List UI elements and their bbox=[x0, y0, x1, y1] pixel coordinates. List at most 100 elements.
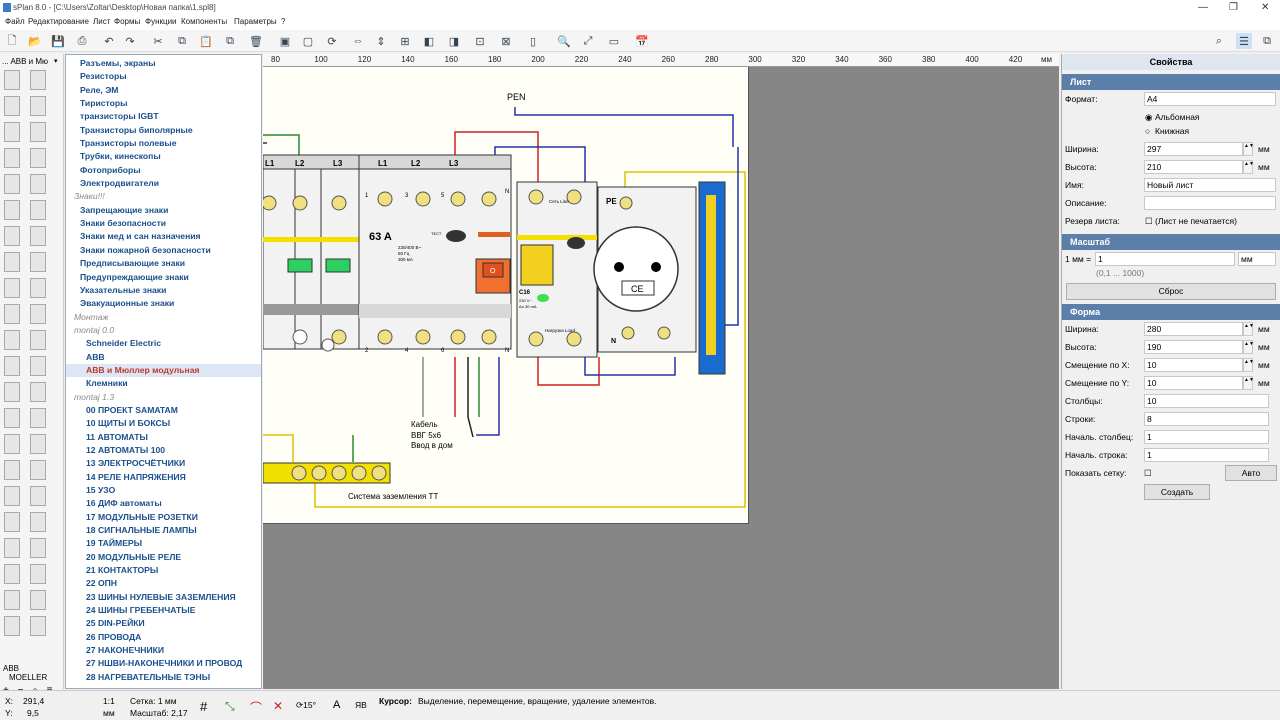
tree-item[interactable]: 24 ШИНЫ ГРЕБЕНЧАТЫЕ bbox=[86, 605, 196, 616]
tree-item[interactable]: Транзисторы полевые bbox=[80, 138, 177, 149]
tree-item[interactable]: Электродвигатели bbox=[80, 178, 160, 189]
section-sheet[interactable]: Лист bbox=[1062, 74, 1280, 90]
tree-item[interactable]: Запрещающие знаки bbox=[80, 204, 169, 215]
width-stepper[interactable]: ▲▼ bbox=[1243, 142, 1254, 156]
palette-component[interactable] bbox=[4, 408, 20, 428]
tree-item[interactable]: 26 ПРОВОДА bbox=[86, 631, 142, 642]
maximize-icon[interactable]: ❐ bbox=[1229, 2, 1238, 13]
open-folder-icon[interactable]: 📂 bbox=[28, 35, 42, 48]
minimize-icon[interactable]: — bbox=[1198, 2, 1208, 13]
palette-component[interactable] bbox=[30, 382, 46, 402]
auto-button[interactable]: Авто bbox=[1225, 465, 1277, 481]
columns-field[interactable]: 10 bbox=[1144, 394, 1269, 408]
offset-y-field[interactable]: 10 bbox=[1144, 376, 1243, 390]
menu-components[interactable]: Компоненты bbox=[181, 17, 228, 26]
angle-icon[interactable]: ⟳15° bbox=[296, 700, 316, 710]
tree-item[interactable]: Резисторы bbox=[80, 71, 127, 82]
text-icon[interactable]: A bbox=[333, 699, 341, 711]
menu-functions[interactable]: Функции bbox=[145, 17, 177, 26]
paste-icon[interactable]: 📋 bbox=[199, 35, 213, 48]
font-icon[interactable]: ЯВ bbox=[355, 700, 367, 710]
tree-item[interactable]: 27 НШВИ-НАКОНЕЧНИКИ И ПРОВОД bbox=[86, 658, 243, 669]
tree-item[interactable]: Транзисторы биполярные bbox=[80, 124, 193, 135]
palette-component[interactable] bbox=[30, 408, 46, 428]
tree-item[interactable]: 25 DIN-РЕЙКИ bbox=[86, 618, 145, 629]
tree-item[interactable]: 13 ЭЛЕКТРОСЧЁТЧИКИ bbox=[86, 458, 186, 469]
tree-item[interactable]: Знаки мед и сан назначения bbox=[80, 231, 201, 242]
menu-edit[interactable]: Редактирование bbox=[28, 17, 89, 26]
tree-item[interactable]: Schneider Electric bbox=[86, 338, 161, 349]
tree-item[interactable]: 17 МОДУЛЬНЫЕ РОЗЕТКИ bbox=[86, 511, 198, 522]
create-button[interactable]: Создать bbox=[1144, 484, 1210, 500]
palette-component[interactable] bbox=[30, 616, 46, 636]
chevron-down-icon[interactable]: ▾ bbox=[54, 58, 58, 65]
tree-item[interactable]: 27 НАКОНЕЧНИКИ bbox=[86, 645, 165, 656]
duplicate-icon[interactable]: ⧉ bbox=[226, 34, 234, 47]
tree-item[interactable]: Клемники bbox=[86, 378, 128, 389]
tree-item[interactable]: 18 СИГНАЛЬНЫЕ ЛАМПЫ bbox=[86, 525, 197, 536]
tree-item[interactable]: ABB и Мюллер модульная bbox=[66, 363, 261, 378]
zoom-icon[interactable]: 🔍 bbox=[557, 35, 571, 48]
palette-component[interactable] bbox=[4, 96, 20, 116]
reserve-checkbox[interactable]: ☐ bbox=[1145, 216, 1153, 226]
tree-item[interactable]: Трубки, кинескопы bbox=[80, 151, 161, 162]
screen-icon[interactable]: ▭ bbox=[608, 35, 620, 48]
drawing-sheet[interactable]: PEN L1 L2 L3 L1 L2 bbox=[261, 67, 749, 524]
sheet-width-field[interactable]: 297 bbox=[1144, 142, 1243, 156]
palette-component[interactable] bbox=[30, 486, 46, 506]
shape-width-field[interactable]: 280 bbox=[1144, 322, 1243, 336]
palette-component[interactable] bbox=[4, 382, 20, 402]
cut-icon[interactable]: ✂ bbox=[153, 35, 163, 48]
section-scale[interactable]: Масштаб bbox=[1062, 234, 1280, 250]
tree-item[interactable]: 11 АВТОМАТЫ bbox=[86, 431, 148, 442]
palette-component[interactable] bbox=[30, 174, 46, 194]
palette-component[interactable] bbox=[4, 278, 20, 298]
tree-item[interactable]: 23 ШИНЫ НУЛЕВЫЕ ЗАЗЕМЛЕНИЯ bbox=[86, 591, 236, 602]
palette-component[interactable] bbox=[30, 512, 46, 532]
palette-component[interactable] bbox=[30, 304, 46, 324]
tree-item[interactable]: 10 ЩИТЫ И БОКСЫ bbox=[86, 418, 171, 429]
tree-item[interactable]: montaj 1.3 bbox=[74, 391, 115, 402]
copy-icon[interactable]: ⧉ bbox=[178, 34, 186, 47]
palette-component[interactable] bbox=[30, 252, 46, 272]
tree-item[interactable]: Тиристоры bbox=[80, 98, 128, 109]
tree-item[interactable]: 12 АВТОМАТЫ 100 bbox=[86, 444, 166, 455]
tree-item[interactable]: 19 ТАЙМЕРЫ bbox=[86, 538, 143, 549]
back-icon[interactable]: ◨ bbox=[448, 35, 460, 48]
scale-field[interactable]: 1 bbox=[1095, 252, 1235, 266]
save-icon[interactable]: 💾 bbox=[51, 35, 65, 48]
undo-icon[interactable]: ↶ bbox=[104, 35, 114, 48]
mirror-h-icon[interactable]: ⇔ bbox=[352, 35, 364, 47]
palette-component[interactable] bbox=[4, 70, 20, 90]
palette-component[interactable] bbox=[30, 538, 46, 558]
portrait-radio[interactable]: ○ bbox=[1145, 126, 1151, 136]
binoculars-icon[interactable]: ⌕ bbox=[1215, 34, 1223, 47]
tree-item[interactable]: Монтаж bbox=[74, 311, 109, 322]
tree-item[interactable]: 20 МОДУЛЬНЫЕ РЕЛЕ bbox=[86, 551, 182, 562]
tree-item[interactable]: Предупреждающие знаки bbox=[80, 271, 189, 282]
palette-component[interactable] bbox=[4, 486, 20, 506]
tree-item[interactable]: 21 КОНТАКТОРЫ bbox=[86, 565, 159, 576]
print-icon[interactable]: ⎙ bbox=[77, 34, 87, 47]
menu-sheet[interactable]: Лист bbox=[93, 17, 111, 26]
group-icon[interactable]: ▣ bbox=[279, 35, 291, 48]
magnet-icon[interactable]: ⌒ bbox=[250, 701, 263, 715]
crop-icon[interactable]: ⊠ bbox=[501, 35, 511, 48]
delete-icon[interactable]: 🗑 bbox=[249, 35, 263, 48]
properties-list-icon[interactable]: ☰ bbox=[1236, 33, 1252, 49]
stepper[interactable]: ▲▼ bbox=[1243, 358, 1254, 372]
no-snap-icon[interactable]: ✕ bbox=[273, 699, 284, 713]
palette-component[interactable] bbox=[4, 512, 20, 532]
page-icon[interactable]: ▯ bbox=[529, 35, 537, 48]
palette-component[interactable] bbox=[4, 252, 20, 272]
section-shape[interactable]: Форма bbox=[1062, 304, 1280, 320]
start-column-field[interactable]: 1 bbox=[1144, 430, 1269, 444]
tree-item[interactable]: Фотоприборы bbox=[80, 164, 141, 175]
palette-component[interactable] bbox=[30, 460, 46, 480]
rows-field[interactable]: 8 bbox=[1144, 412, 1269, 426]
palette-component[interactable] bbox=[4, 122, 20, 142]
stepper[interactable]: ▲▼ bbox=[1243, 340, 1254, 354]
sheet-name-field[interactable]: Новый лист bbox=[1144, 178, 1276, 192]
rotate-icon[interactable]: ⟳ bbox=[327, 35, 337, 48]
menu-help[interactable]: ? bbox=[281, 17, 286, 26]
